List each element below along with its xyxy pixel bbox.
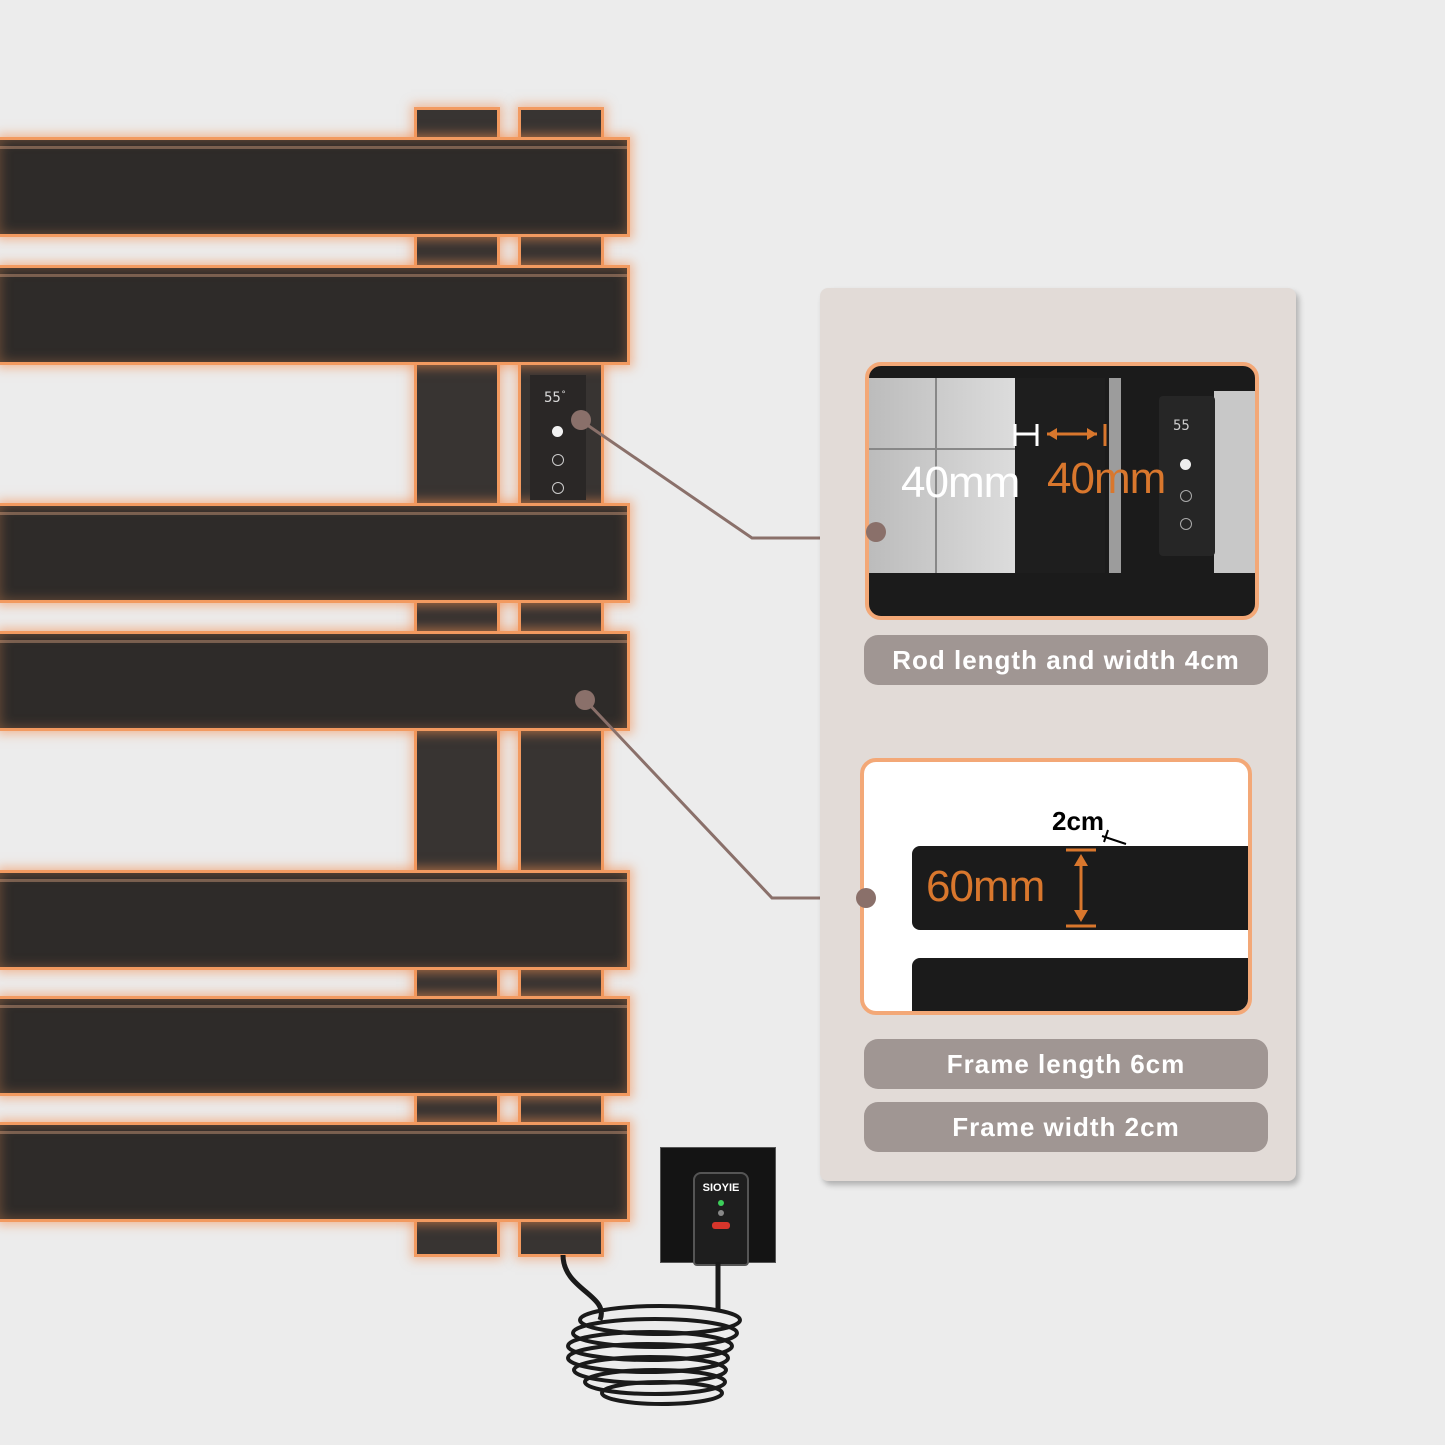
leader-dot-frame-photo — [856, 888, 876, 908]
indicator-grey — [718, 1210, 724, 1216]
rod-post — [1015, 378, 1105, 573]
controller-display: 55° — [544, 390, 567, 406]
frame-dimension-arrows — [1066, 829, 1127, 928]
wall-tiles-right — [1214, 391, 1255, 573]
plug-brand: SIOYIE — [702, 1182, 740, 1194]
rod-caption: Rod length and width 4cm — [864, 635, 1268, 685]
plug-button[interactable] — [712, 1222, 730, 1229]
wall-tiles — [869, 378, 1015, 573]
frame-detail-photo: 2cm 60mm — [860, 758, 1252, 1015]
temperature-icon[interactable] — [552, 454, 564, 466]
rod-detail-photo: 55 40mm 40mm — [865, 362, 1259, 620]
photo-temperature-icon — [1180, 490, 1192, 502]
rack-bar-1 — [0, 137, 630, 237]
frame-dimension-width: 2cm — [1052, 806, 1105, 836]
rack-bar-5 — [0, 870, 630, 970]
rack-bar-4 — [0, 631, 630, 731]
frame-bar-bottom — [912, 958, 1248, 1011]
indicator-green — [718, 1200, 724, 1206]
leader-dot-mid — [575, 690, 595, 710]
photo-controller: 55 — [1159, 396, 1215, 556]
rod-dimension-left: 40mm — [901, 458, 1020, 507]
frame-length-caption: Frame length 6cm — [864, 1039, 1268, 1089]
rod-dimension-arrows — [1013, 424, 1107, 446]
power-icon[interactable] — [552, 426, 563, 437]
plug: SIOYIE — [693, 1172, 749, 1266]
rod-gap — [1109, 378, 1121, 573]
photo-timer-icon — [1180, 518, 1192, 530]
frame-width-caption: Frame width 2cm — [864, 1102, 1268, 1152]
rack-bar-2 — [0, 265, 630, 365]
timer-icon[interactable] — [552, 482, 564, 494]
wall-socket: SIOYIE — [660, 1147, 776, 1266]
rack-bar-6 — [0, 996, 630, 1096]
rack-bar-3 — [0, 503, 630, 603]
rack-bar-7 — [0, 1122, 630, 1222]
leader-dot-rod-photo — [866, 522, 886, 542]
rod-dimension-right: 40mm — [1047, 454, 1166, 503]
frame-dimension-length: 60mm — [926, 862, 1045, 911]
leader-dot-top — [571, 410, 591, 430]
photo-controller-display: 55 — [1173, 418, 1190, 434]
rack-controller: 55° — [530, 375, 586, 500]
photo-power-icon — [1180, 459, 1191, 470]
